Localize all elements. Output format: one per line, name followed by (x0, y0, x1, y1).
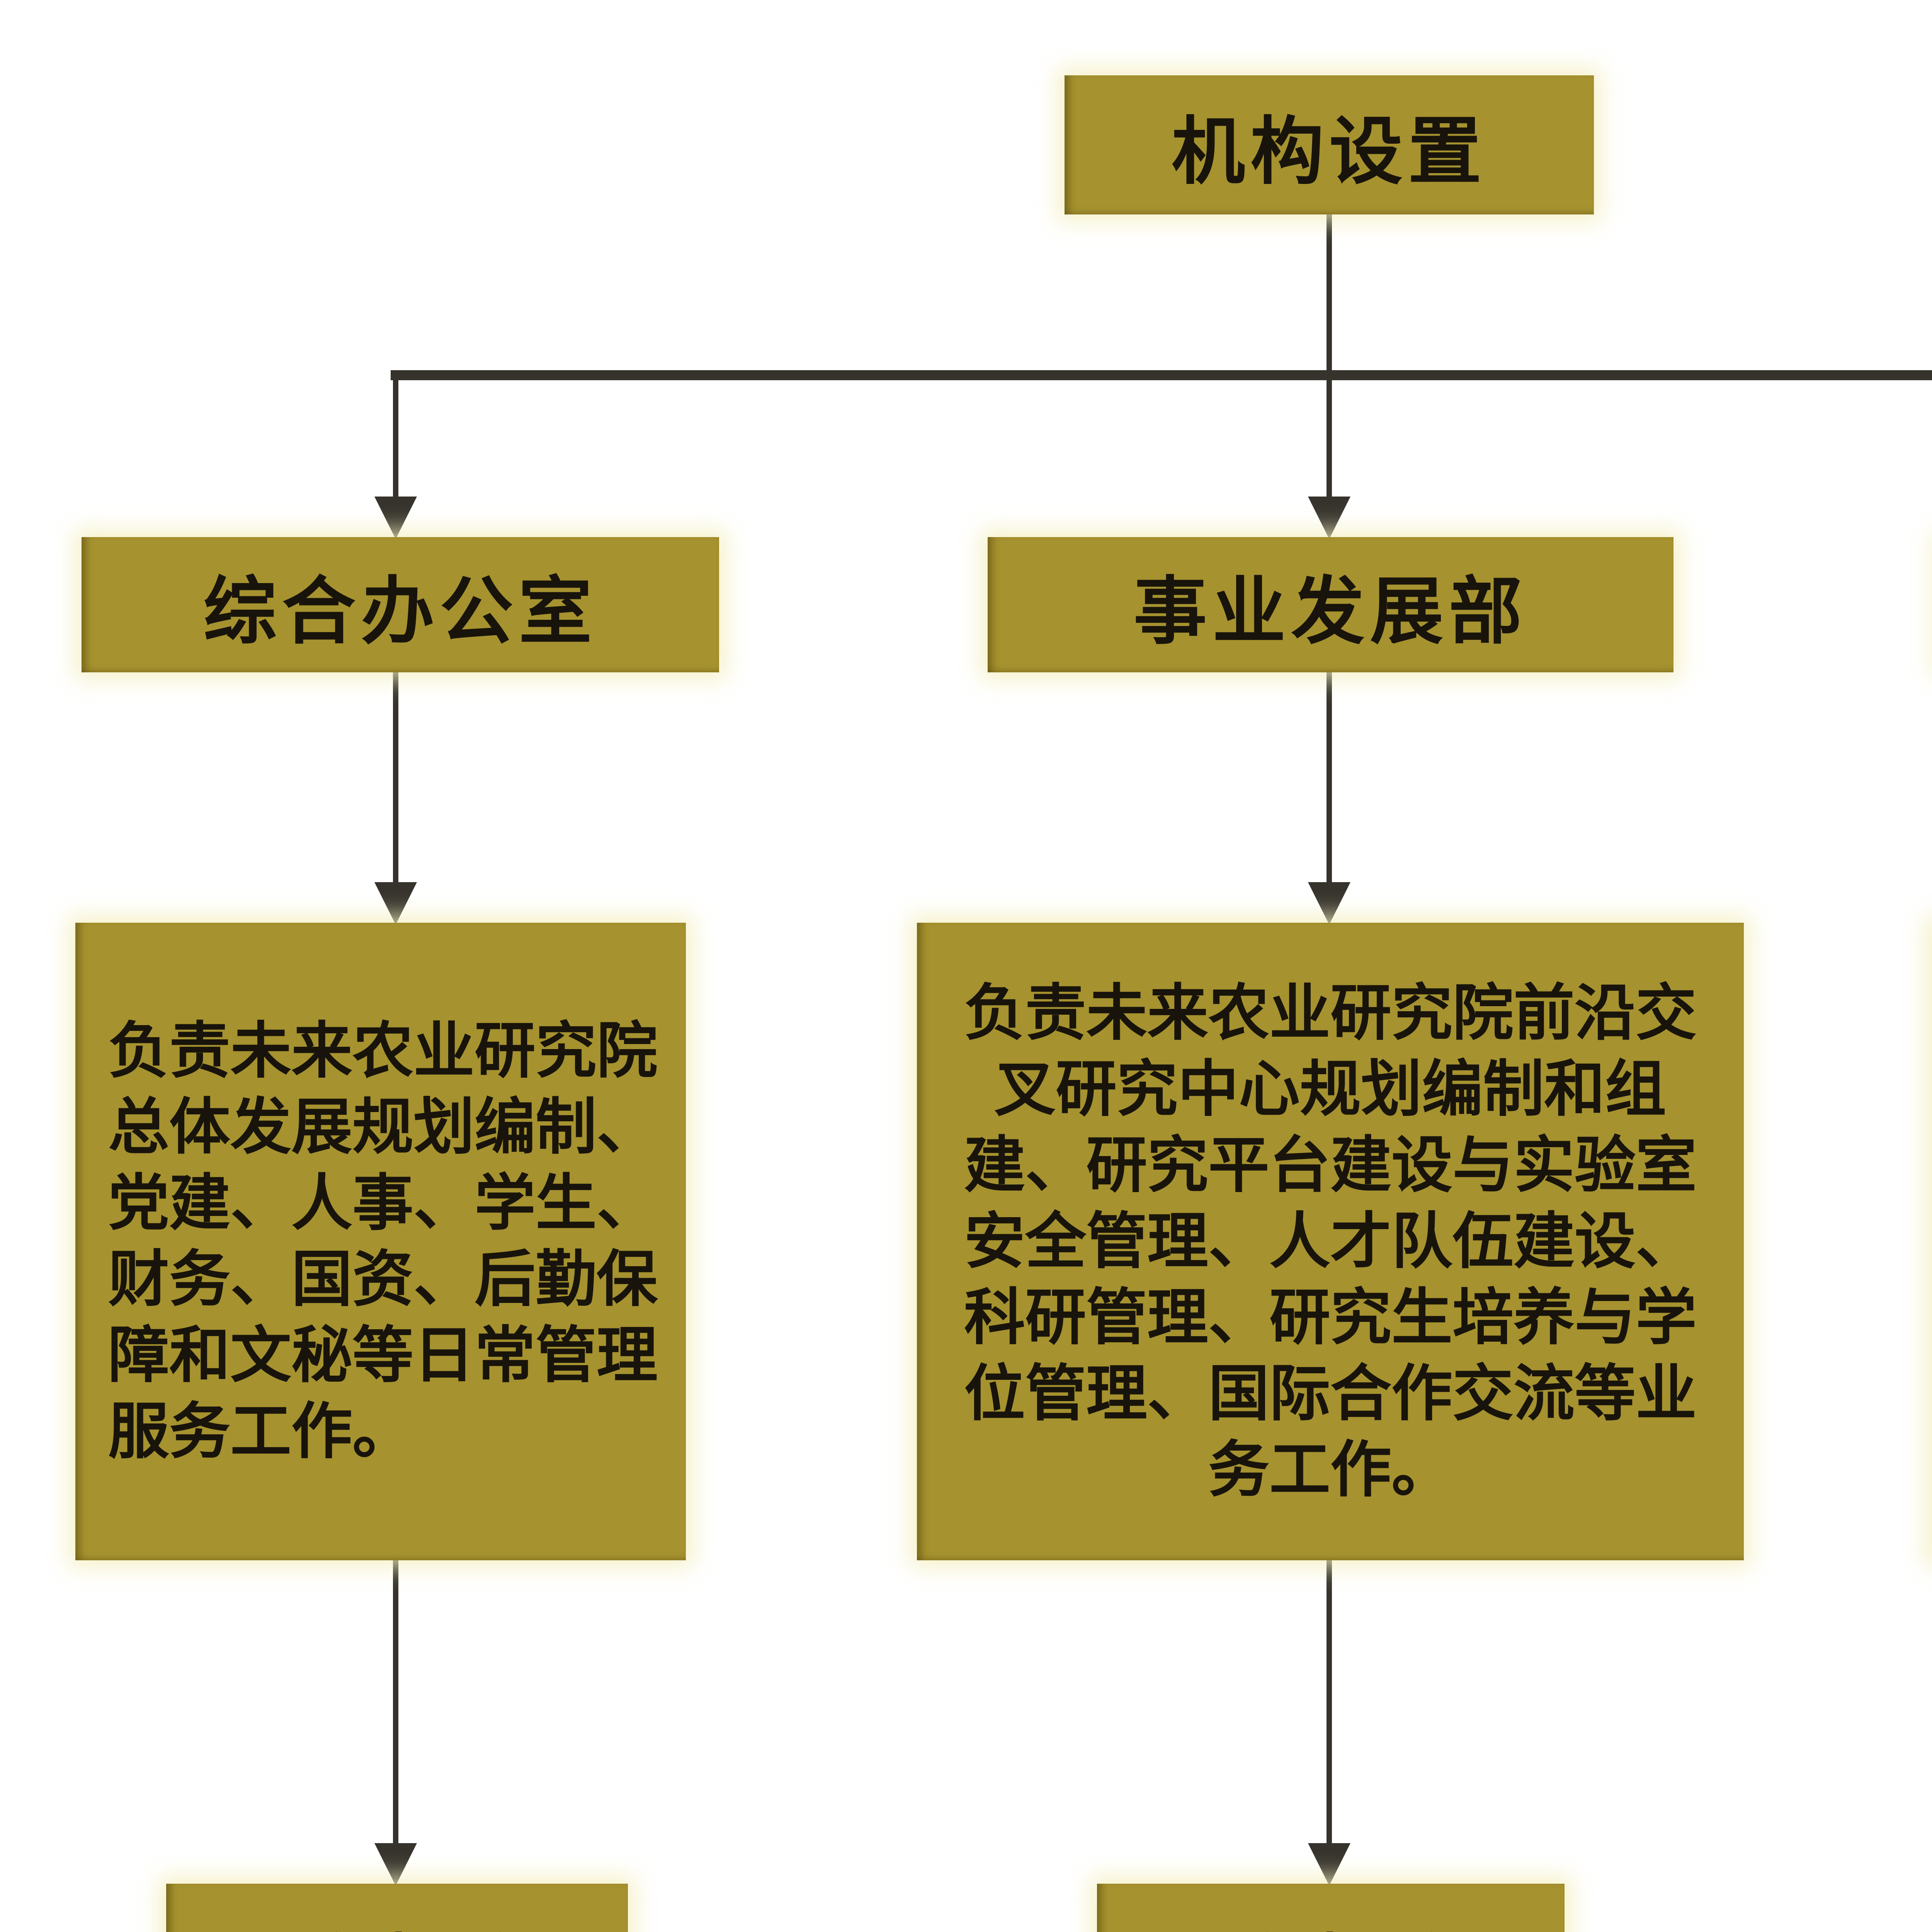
connector-root-stem (1327, 214, 1332, 497)
phone-label: 联系电话 ： (209, 1914, 650, 1932)
dept-label: 事业发展部 (1133, 570, 1528, 653)
root-box: 机构设置 (1065, 75, 1594, 214)
dept-box-general-office: 综合办公室 (82, 537, 719, 672)
connector-drop-left (393, 375, 398, 497)
phone-label: 联系电话 ： (1140, 1914, 1581, 1932)
connector-desc-phone-middle (1327, 1560, 1332, 1843)
phone-box-business-development: 联系电话 ： 87082287 (1097, 1884, 1565, 1932)
arrow-down-title-left-icon (374, 497, 417, 539)
arrow-down-phone-left-icon (374, 1843, 417, 1886)
desc-box-business-development: 负责未来农业研究院前沿交 叉研究中心规划编制和组 建、研究平台建设与实验室 安全… (917, 923, 1744, 1560)
phone-box-general-office: 联系电话 ： 87082288 (166, 1884, 628, 1932)
desc-text: 负责未来农业研究院前沿交 叉研究中心规划编制和组 建、研究平台建设与实验室 安全… (964, 979, 1697, 1504)
root-label: 机构设置 (1171, 111, 1487, 193)
desc-box-general-office: 负责未来农业研究院 总体发展规划编制、 党建、人事、学生、 财务、国资、后勤保 … (75, 923, 686, 1560)
connector-horizontal-bar (391, 370, 1932, 380)
arrow-down-title-middle-icon (1308, 497, 1350, 539)
desc-text: 负责未来农业研究院 总体发展规划编制、 党建、人事、学生、 财务、国资、后勤保 … (108, 1017, 658, 1466)
connector-title-desc-middle (1327, 672, 1332, 882)
connector-title-desc-left (393, 672, 398, 882)
dept-box-business-development: 事业发展部 (988, 537, 1673, 672)
arrow-down-desc-left-icon (374, 882, 417, 925)
arrow-down-phone-middle-icon (1308, 1843, 1350, 1886)
connector-desc-phone-left (393, 1560, 398, 1843)
dept-label: 综合办公室 (203, 570, 597, 653)
arrow-down-desc-middle-icon (1308, 882, 1350, 925)
